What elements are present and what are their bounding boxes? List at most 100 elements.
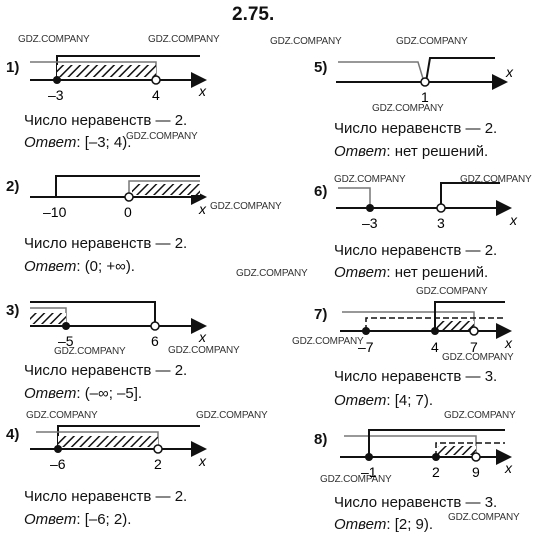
open-point <box>436 203 446 213</box>
problem-3-graph: –5 6 x <box>30 301 207 349</box>
problem-5-graph: 1 x <box>336 57 514 105</box>
closed-point <box>53 76 61 84</box>
closed-point <box>62 322 70 330</box>
open-point <box>150 321 160 331</box>
watermark: GDZ.COMPANY <box>444 410 516 421</box>
axis-variable: x <box>198 329 207 345</box>
axis-variable: x <box>504 460 513 476</box>
watermark: GDZ.COMPANY <box>26 410 98 421</box>
open-point <box>124 192 134 202</box>
inequality-bracket <box>365 317 505 331</box>
watermark: GDZ.COMPANY <box>236 268 308 279</box>
answer-value: [–3; 4). <box>84 134 132 151</box>
tick-label: –5 <box>58 333 74 349</box>
tick-label: 4 <box>152 87 160 103</box>
tick-label: –3 <box>362 215 378 231</box>
axis-variable: x <box>198 453 207 469</box>
answer-line: Ответ: [4; 7). <box>334 392 433 409</box>
problem-number: 4) <box>6 426 20 443</box>
problem-1-graph: –3 4 x <box>30 55 207 103</box>
watermark: GDZ.COMPANY <box>448 512 520 523</box>
closed-point <box>366 204 374 212</box>
answer-label: Ответ <box>334 143 387 160</box>
inequality-count: Число неравенств — 2. <box>24 235 188 252</box>
inequality-bracket <box>425 57 495 83</box>
axis-variable: x <box>504 335 513 351</box>
answer-value: (–∞; –5]. <box>84 385 143 402</box>
answer-line: Ответ: нет решений. <box>334 143 488 160</box>
solution-hatch <box>132 184 200 195</box>
watermark: GDZ.COMPANY <box>270 36 342 47</box>
answer-line: Ответ: (–∞; –5]. <box>24 385 142 402</box>
tick-label: 3 <box>437 215 445 231</box>
problem-7-graph: –7 4 7 x <box>340 301 513 355</box>
inequality-bracket <box>338 187 371 208</box>
solution-hatch <box>30 313 66 324</box>
tick-label: 6 <box>151 333 159 349</box>
inequality-count: Число неравенств — 2. <box>24 112 188 129</box>
answer-value: [–6; 2). <box>84 511 132 528</box>
answer-separator: : <box>76 511 85 528</box>
answer-separator: : <box>386 392 395 409</box>
inequality-count: Число неравенств — 2. <box>24 488 188 505</box>
problem-number: 5) <box>314 59 328 76</box>
watermark: GDZ.COMPANY <box>148 34 220 45</box>
watermark: GDZ.COMPANY <box>196 410 268 421</box>
answer-line: Ответ: (0; +∞). <box>24 258 135 275</box>
answer-value: нет решений. <box>394 143 489 160</box>
answer-label: Ответ <box>24 258 77 275</box>
problem-number: 1) <box>6 59 20 76</box>
inequality-count: Число неравенств — 3. <box>334 494 498 511</box>
answer-value: нет решений. <box>394 264 489 281</box>
inequality-count: Число неравенств — 2. <box>334 120 498 137</box>
tick-label: 1 <box>421 89 429 105</box>
watermark: GDZ.COMPANY <box>372 103 444 114</box>
watermark: GDZ.COMPANY <box>460 174 532 185</box>
tick-label: 0 <box>124 204 132 220</box>
solution-hatch <box>438 446 476 455</box>
axis-variable: x <box>198 201 207 217</box>
tick-label: –6 <box>50 456 66 472</box>
watermark: GDZ.COMPANY <box>416 286 488 297</box>
problem-number: 7) <box>314 306 328 323</box>
exercise-title: 2.75. <box>232 4 275 25</box>
answer-label: Ответ <box>24 511 77 528</box>
tick-label: 2 <box>154 456 162 472</box>
tick-label: –10 <box>43 204 67 220</box>
answer-label: Ответ <box>334 392 387 409</box>
watermark: GDZ.COMPANY <box>18 34 90 45</box>
inequality-bracket <box>434 301 505 331</box>
answer-label: Ответ <box>24 134 77 151</box>
open-point <box>471 452 481 462</box>
answer-separator: : <box>76 385 85 402</box>
problem-number: 3) <box>6 302 20 319</box>
problem-2-graph: –10 0 x <box>30 175 207 220</box>
watermark: GDZ.COMPANY <box>334 174 406 185</box>
answer-label: Ответ <box>334 516 387 533</box>
answer-separator: : <box>386 143 395 160</box>
inequality-bracket <box>128 180 200 197</box>
inequality-bracket <box>368 429 505 457</box>
watermark: GDZ.COMPANY <box>396 36 468 47</box>
answer-label: Ответ <box>24 385 77 402</box>
open-point <box>420 77 430 87</box>
solution-hatch <box>58 436 158 447</box>
answer-label: Ответ <box>334 264 387 281</box>
tick-label: –3 <box>48 87 64 103</box>
answer-value: [2; 9). <box>394 516 434 533</box>
watermark: GDZ.COMPANY <box>54 346 126 357</box>
watermark: GDZ.COMPANY <box>168 345 240 356</box>
tick-label: 7 <box>470 339 478 355</box>
inequality-bracket <box>30 301 156 326</box>
answer-separator: : <box>386 264 395 281</box>
axis-variable: x <box>505 64 514 80</box>
problem-6-graph: –3 3 x <box>336 182 518 231</box>
watermark: GDZ.COMPANY <box>320 474 392 485</box>
open-point <box>151 75 161 85</box>
answer-line: Ответ: нет решений. <box>334 264 488 281</box>
problem-4-graph: –6 2 x <box>30 425 207 472</box>
watermark: GDZ.COMPANY <box>442 352 514 363</box>
tick-label: –1 <box>361 464 377 480</box>
tick-label: 2 <box>432 464 440 480</box>
